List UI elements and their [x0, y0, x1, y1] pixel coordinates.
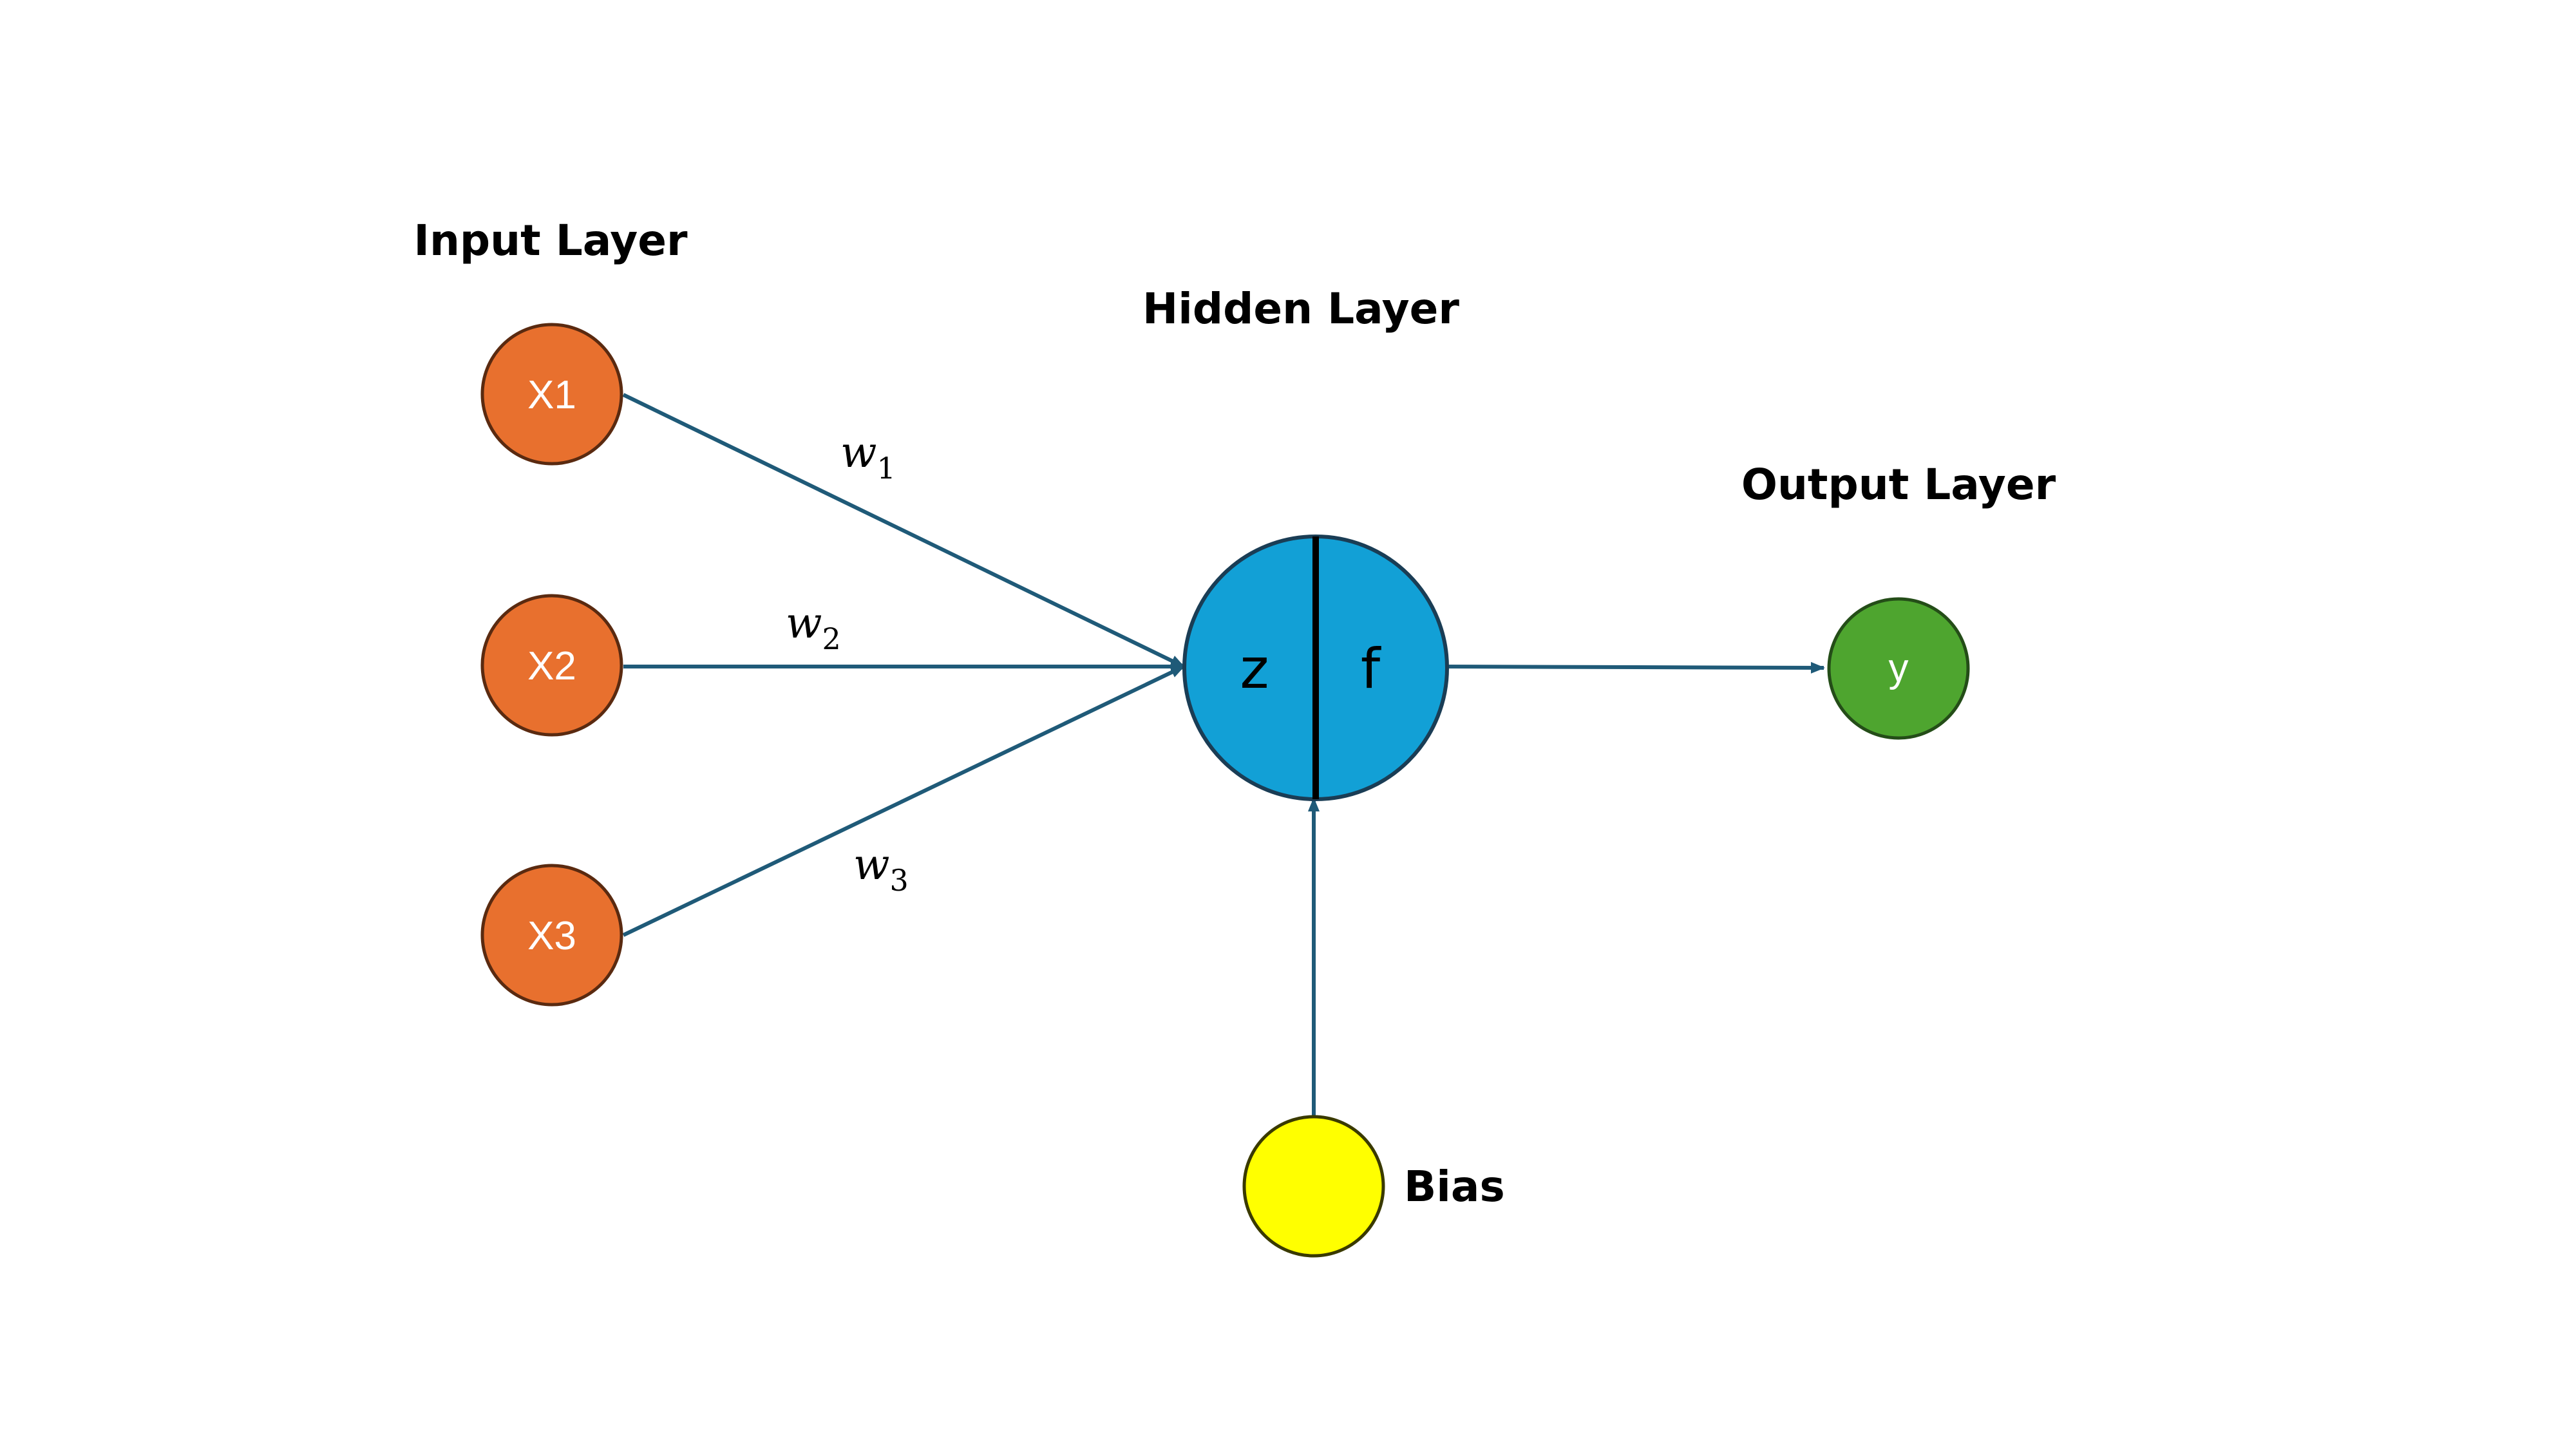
- bias-label: Bias: [1404, 1162, 1505, 1211]
- hidden-layer-title: Hidden Layer: [1142, 284, 1459, 334]
- input-node-x1: X1: [480, 323, 623, 466]
- input-node-label: X3: [527, 914, 576, 958]
- input-node-label: X2: [527, 644, 576, 688]
- weight-label-w1: w1: [840, 428, 896, 486]
- hidden-neuron-f-label: f: [1361, 637, 1381, 701]
- input-layer-title: Input Layer: [413, 216, 688, 265]
- input-node-x2: X2: [480, 594, 623, 737]
- hidden-neuron-z-label: z: [1240, 637, 1269, 701]
- edge-x1-to-hidden: [622, 393, 1185, 668]
- bias-node: [1242, 1115, 1385, 1258]
- input-node-label: X1: [527, 373, 576, 417]
- output-layer-title: Output Layer: [1741, 460, 2056, 509]
- input-node-x3: X3: [480, 864, 623, 1007]
- edge-hidden-to-output: [1445, 661, 1825, 674]
- weight-label-w2: w2: [786, 598, 841, 656]
- output-node-y: y: [1827, 597, 1970, 740]
- hidden-neuron: z f: [1182, 535, 1449, 801]
- weight-label-w3: w3: [853, 840, 909, 898]
- output-node-label: y: [1889, 646, 1909, 690]
- edge-x3-to-hidden: [622, 665, 1185, 937]
